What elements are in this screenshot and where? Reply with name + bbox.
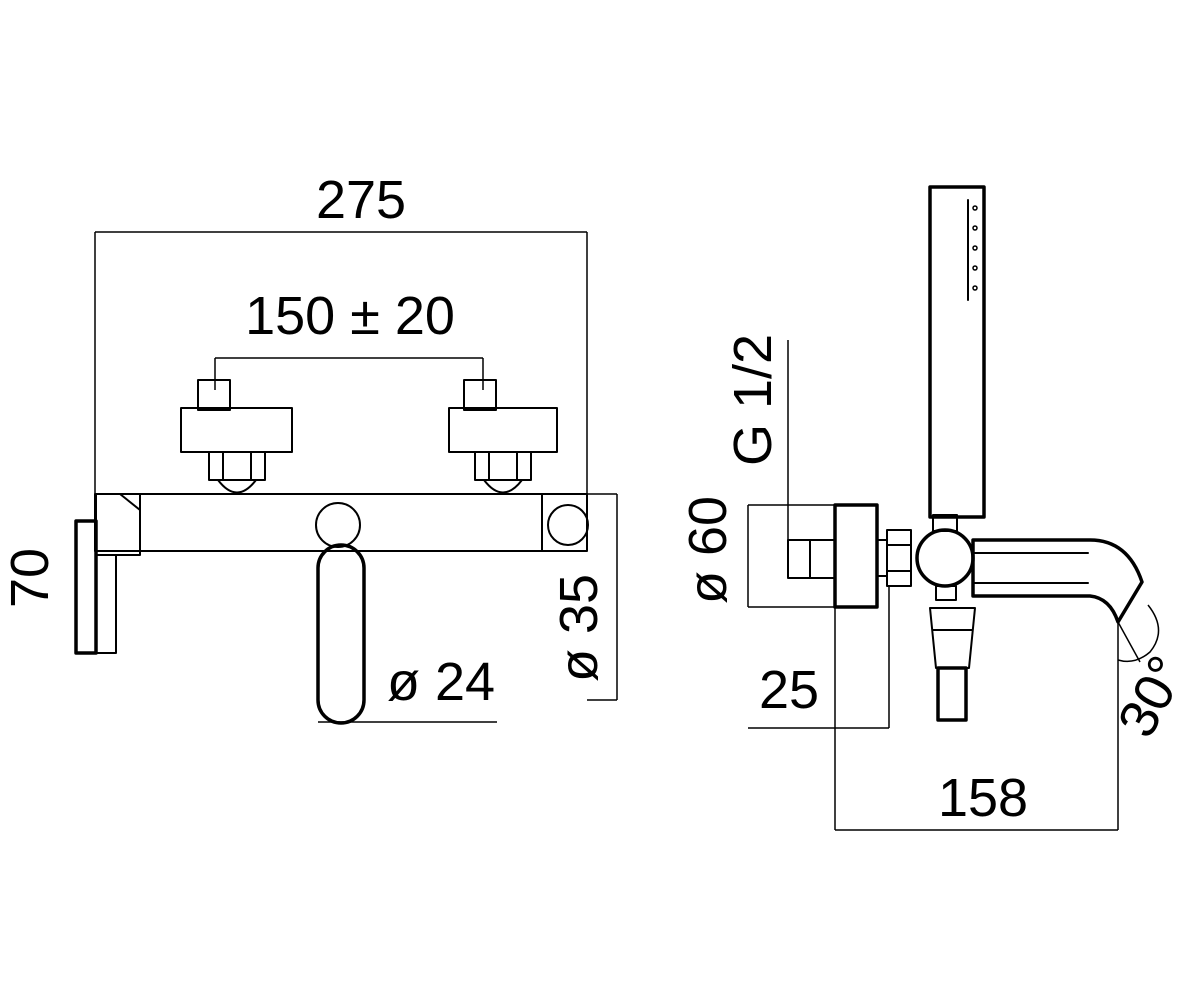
connection-nut [876,529,912,587]
dimension-30: 30° [1106,604,1198,830]
dimension-24: ø 24 [318,652,497,723]
dimension-25: 25 [748,586,890,830]
right-eccentric-connector [448,379,558,494]
dimension-connection-thread: G 1/2 [723,334,783,466]
dimension-150: 150 ± 20 [214,286,484,390]
hand-shower [928,185,986,519]
lever-handle [316,543,366,725]
dimension-70: 70 [0,548,60,608]
mixer-body [94,493,589,552]
dimension-flange-diameter: ø 60 [678,496,738,604]
dimension-body-diameter: ø 35 [549,574,609,682]
dimension-inlet-spacing: 150 ± 20 [245,286,455,346]
side-diverter [74,493,141,655]
dimension-158: 158 [835,768,1118,831]
side-view: G 1/2 ø 60 [678,185,1198,831]
side-body [915,514,975,601]
dimension-spout-angle: 30° [1106,646,1197,746]
dimension-overall-width: 275 [316,170,406,230]
dimension-g12: G 1/2 [723,334,789,575]
spout [971,538,1144,624]
dimension-lever-diameter: ø 24 [387,652,495,712]
wall-flange: ø 60 [678,496,879,609]
dimension-height: 70 [0,548,60,608]
hose-connector [929,607,976,722]
left-eccentric-connector [180,379,293,494]
dimension-wall-offset: 25 [759,660,819,720]
dimension-275: 275 [94,170,588,498]
front-view: 275 150 ± 20 [0,170,618,725]
dimension-35: ø 35 [549,493,618,701]
dimension-projection: 158 [938,768,1028,828]
